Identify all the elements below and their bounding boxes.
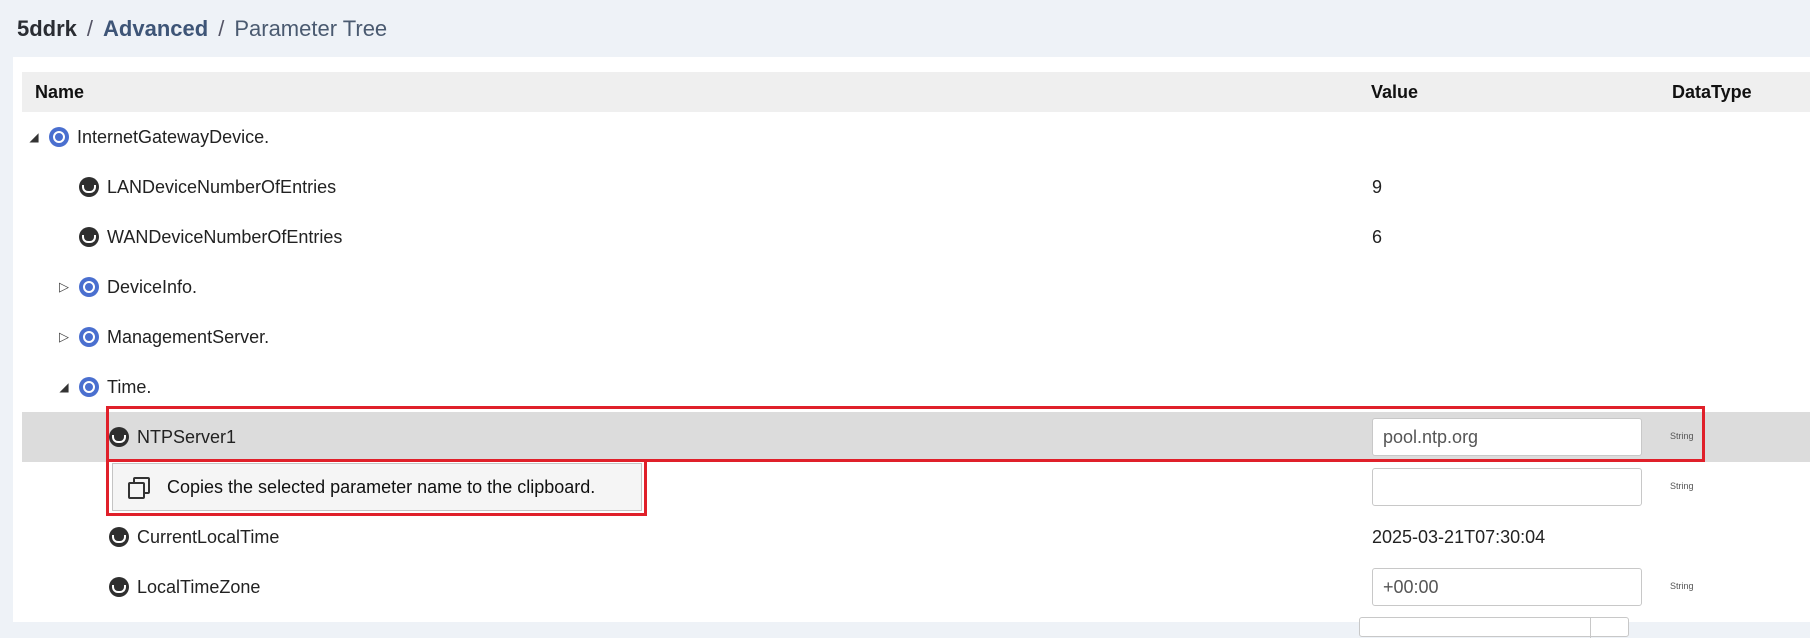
parameter-leaf-icon [109, 577, 129, 597]
collapse-icon[interactable]: ◢ [29, 130, 39, 144]
tree-row-ntp-server1[interactable]: NTPServer1 String [22, 412, 1810, 462]
node-label: Time. [107, 377, 152, 397]
node-label: DeviceInfo. [107, 277, 198, 297]
breadcrumb-advanced-link[interactable]: Advanced [103, 16, 209, 41]
object-node-icon [79, 277, 99, 297]
parameter-tree-panel: Name Value DataType ◢ InternetGatewayDev… [13, 57, 1810, 622]
object-node-icon [79, 377, 99, 397]
node-label: CurrentLocalTime [137, 527, 280, 547]
tree-row-wan-device-number-of-entries[interactable]: WANDeviceNumberOfEntries 6 [22, 212, 1810, 262]
tree-row-current-local-time[interactable]: CurrentLocalTime 2025-03-21T07:30:04 [22, 512, 1810, 562]
local-time-zone-value-input[interactable] [1372, 568, 1642, 606]
tree-row-lan-device-number-of-entries[interactable]: LANDeviceNumberOfEntries 9 [22, 162, 1810, 212]
tree-row-ntp-server2[interactable]: String [22, 462, 1810, 512]
column-header-datatype[interactable]: DataType [1672, 82, 1752, 102]
breadcrumb-separator: / [86, 16, 94, 41]
node-label: InternetGatewayDevice. [77, 127, 270, 147]
tree-row-management-server[interactable]: ▷ ManagementServer. [22, 312, 1810, 362]
next-row-value-input[interactable] [1359, 617, 1629, 638]
datatype-label: String [1670, 581, 1694, 591]
parameter-leaf-icon [109, 427, 129, 447]
tree-row-time[interactable]: ◢ Time. [22, 362, 1810, 412]
ntp-server1-value-input[interactable] [1372, 418, 1642, 456]
parameter-value: 9 [1372, 177, 1383, 197]
object-node-icon [49, 127, 69, 147]
datatype-label: String [1670, 431, 1694, 441]
copy-name-tooltip: Copies the selected parameter name to th… [112, 463, 642, 511]
datatype-label: String [1670, 481, 1694, 491]
tree-row-local-time-zone[interactable]: LocalTimeZone String [22, 562, 1810, 612]
object-node-icon [79, 327, 99, 347]
node-label: ManagementServer. [107, 327, 270, 347]
parameter-leaf-icon [109, 527, 129, 547]
parameter-value: 6 [1372, 227, 1383, 247]
ntp-server2-value-input[interactable] [1372, 468, 1642, 506]
node-label: WANDeviceNumberOfEntries [107, 227, 343, 247]
expand-icon[interactable]: ▷ [59, 279, 69, 294]
breadcrumb-separator: / [218, 16, 225, 41]
breadcrumb-current-page: Parameter Tree [234, 16, 388, 41]
parameter-value: 2025-03-21T07:30:04 [1372, 527, 1546, 547]
collapse-icon[interactable]: ◢ [59, 380, 69, 394]
column-header-name[interactable]: Name [35, 82, 85, 102]
copy-icon[interactable] [127, 476, 150, 499]
breadcrumb: 5ddrk / Advanced / Parameter Tree [17, 14, 387, 44]
tooltip-text: Copies the selected parameter name to th… [167, 476, 596, 497]
node-label: LANDeviceNumberOfEntries [107, 177, 337, 197]
parameter-leaf-icon [79, 177, 99, 197]
tree-row-internet-gateway-device[interactable]: ◢ InternetGatewayDevice. [22, 112, 1810, 162]
column-header-value[interactable]: Value [1371, 82, 1419, 102]
parameter-leaf-icon [79, 227, 99, 247]
input-divider [1590, 618, 1591, 638]
tree-row-device-info[interactable]: ▷ DeviceInfo. [22, 262, 1810, 312]
expand-icon[interactable]: ▷ [59, 329, 69, 344]
node-label: LocalTimeZone [137, 577, 261, 597]
breadcrumb-device[interactable]: 5ddrk [17, 16, 77, 41]
table-header: Name Value DataType [22, 72, 1810, 112]
node-label: NTPServer1 [137, 427, 237, 447]
